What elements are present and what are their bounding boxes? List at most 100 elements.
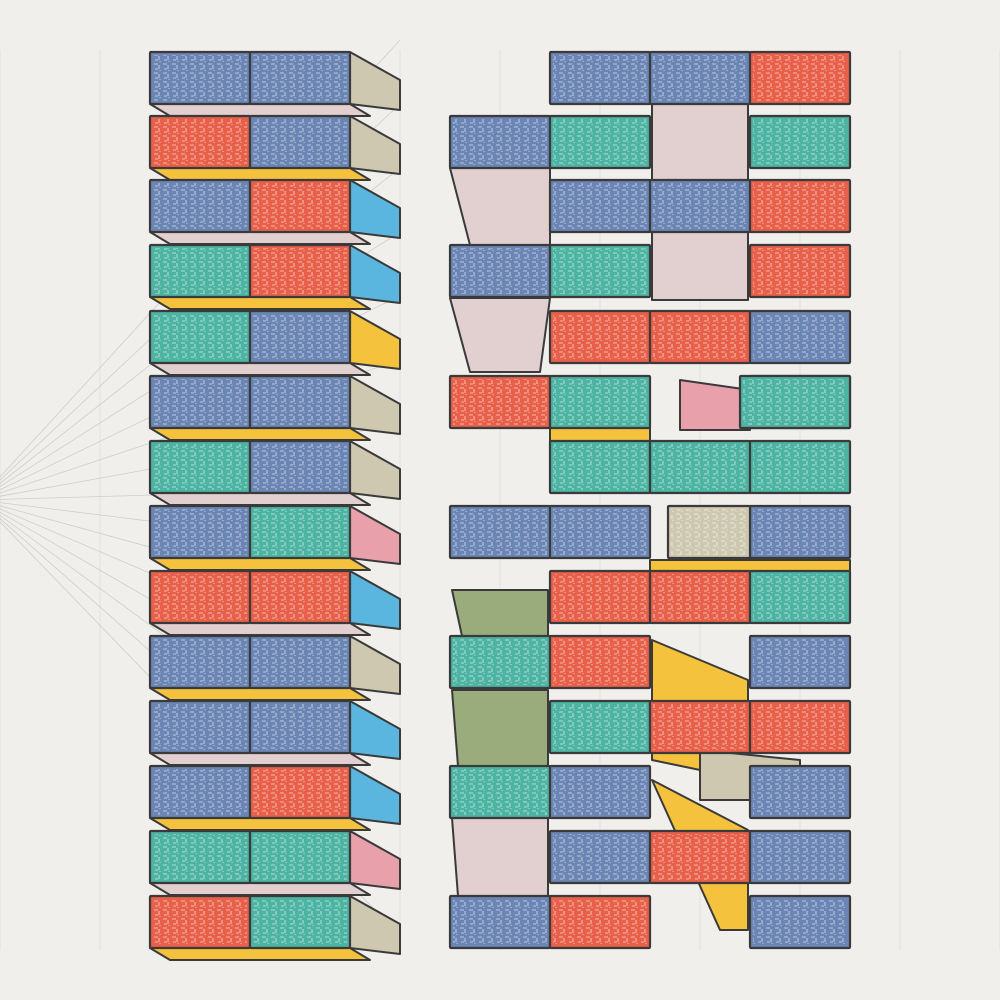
brick-texture [453,509,547,555]
brick-side [349,830,401,890]
brick-texture [253,574,347,620]
brick-side [449,167,551,246]
brick-texture [453,899,547,945]
brick-side [451,817,549,897]
brick-texture [153,55,247,101]
brick-texture [753,183,847,229]
brick-texture [453,119,547,165]
brick-texture [671,509,747,555]
brick-side [349,895,401,955]
brick-texture [253,55,347,101]
brick-texture [453,379,547,425]
brick-texture [653,314,747,360]
brick-side [149,687,371,701]
brick-texture [753,574,847,620]
brick-texture [553,769,647,815]
brick-texture [553,444,647,490]
brick-texture [253,444,347,490]
brick-side [149,947,371,961]
brick-side [149,103,371,117]
brick-side [349,700,401,760]
brick-texture [553,509,647,555]
brick-texture [553,899,647,945]
brick-texture [553,704,647,750]
brick-side [349,375,401,435]
brick-texture [253,183,347,229]
brick-side [349,244,401,304]
brick-texture [553,119,647,165]
brick-side [149,492,371,506]
brick-side [451,589,549,637]
brick-texture [653,834,747,880]
brick-texture [753,55,847,101]
brick-texture [653,183,747,229]
brick-side [649,559,851,572]
brick-texture [653,704,747,750]
brick-faces [148,50,852,950]
brick-side [149,817,371,831]
brick-side [679,379,751,431]
brick-texture [753,444,847,490]
brick-side [149,557,371,571]
brick-texture [753,248,847,294]
brick-side [451,689,549,767]
brick-texture [253,248,347,294]
brick-texture [153,509,247,555]
brick-texture [153,899,247,945]
brick-side [349,635,401,695]
brick-texture [153,834,247,880]
brick-texture [753,639,847,685]
brick-texture [653,55,747,101]
brick-texture [253,639,347,685]
brick-sides [149,51,851,961]
brick-texture [253,509,347,555]
brick-side [349,115,401,175]
brick-texture [153,248,247,294]
brick-texture [553,834,647,880]
brick-texture [753,119,847,165]
brick-side [349,765,401,825]
brick-texture [153,444,247,490]
brick-texture [153,314,247,360]
brick-texture [553,248,647,294]
brick-texture [253,769,347,815]
brick-texture [553,314,647,360]
brick-texture [253,704,347,750]
brick-texture [453,639,547,685]
brick-texture [553,574,647,620]
brick-side [349,570,401,630]
brick-side [149,622,371,636]
brick-texture [153,704,247,750]
brick-texture [253,379,347,425]
brick-texture [653,574,747,620]
brick-texture [753,769,847,815]
brick-texture [653,444,747,490]
brick-texture [253,119,347,165]
brick-texture [253,834,347,880]
brick-texture [553,639,647,685]
brick-side [149,882,371,896]
brick-side [349,505,401,565]
brick-side [149,167,371,181]
brick-side [149,362,371,376]
brick-texture [553,379,647,425]
brick-side [349,179,401,239]
brick-side [149,231,371,245]
brick-side [449,297,551,373]
brick-texture [253,899,347,945]
brick-texture [153,183,247,229]
brick-side [149,296,371,310]
brick-texture [153,574,247,620]
brick-texture [753,899,847,945]
brick-texture [453,769,547,815]
brick-texture [453,248,547,294]
brick-side [349,51,401,111]
brick-texture [553,55,647,101]
brick-texture [153,769,247,815]
brick-texture [753,314,847,360]
brick-side [349,440,401,500]
brick-texture [753,509,847,555]
brick-texture [153,639,247,685]
brick-texture [753,704,847,750]
